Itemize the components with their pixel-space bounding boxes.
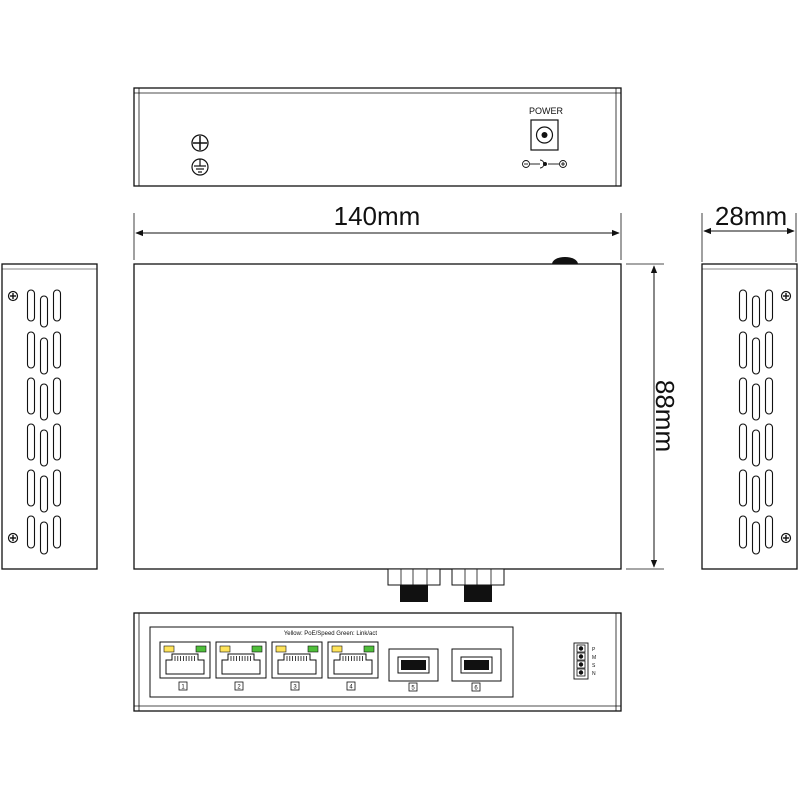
rj45-port: 1: [159, 641, 211, 691]
poe-led: [163, 645, 175, 653]
mount-screw-icon: [780, 532, 792, 544]
port-number: 5: [411, 686, 415, 692]
left-side-view: [1, 263, 98, 570]
ground-symbol-icon: [191, 158, 209, 176]
vent-slot: [764, 469, 774, 507]
vent-slot: [52, 515, 62, 549]
front-view: Yellow: PoE/Speed Green: Link/act 1 2 3 4 5…: [133, 612, 622, 712]
vent-slot: [39, 383, 49, 421]
vent-slot: [26, 331, 36, 369]
dip-label: S: [592, 663, 596, 669]
vent-slot: [39, 429, 49, 467]
vent-slot: [39, 521, 49, 555]
sfp-module-1: [387, 568, 441, 602]
power-label: POWER: [529, 106, 564, 116]
link-led: [363, 645, 375, 653]
port-number: 4: [349, 685, 353, 691]
height-label: 28mm: [715, 201, 787, 231]
dip-switch-block: P M S N: [573, 642, 596, 680]
vent-slot: [738, 423, 748, 461]
led-legend: Yellow: PoE/Speed Green: Link/act: [284, 631, 378, 637]
mount-screw-icon: [7, 532, 19, 544]
poe-led: [275, 645, 287, 653]
sfp-port: 5: [388, 648, 439, 692]
dip-label: M: [592, 655, 596, 661]
poe-led: [331, 645, 343, 653]
link-led: [195, 645, 207, 653]
port-number: 6: [474, 686, 478, 692]
vent-slot: [26, 469, 36, 507]
vent-slot: [52, 289, 62, 322]
sfp-module-2: [451, 568, 505, 602]
vent-slot: [52, 377, 62, 415]
width-dimension: 140mm: [133, 201, 622, 260]
vent-slot: [26, 515, 36, 549]
vent-slot: [764, 289, 774, 322]
height-dimension: 28mm: [701, 201, 797, 262]
mount-screw-icon: [780, 290, 792, 302]
dip-label: P: [592, 647, 596, 653]
rj45-port: 4: [327, 641, 379, 691]
port-number: 3: [293, 685, 297, 691]
vent-slot: [764, 515, 774, 549]
vent-slot: [764, 377, 774, 415]
depth-dimension: 88mm: [626, 263, 680, 570]
vent-slot: [751, 521, 761, 555]
vent-slot: [39, 295, 49, 328]
vent-slot: [26, 289, 36, 322]
vent-slot: [39, 337, 49, 375]
vent-slot: [738, 289, 748, 322]
link-led: [251, 645, 263, 653]
dip-label: N: [592, 671, 596, 677]
top-view: [133, 257, 622, 602]
width-label: 140mm: [334, 201, 421, 231]
rear-view: POWER: [133, 87, 622, 187]
power-jack-protrusion: [552, 257, 578, 264]
port-number: 1: [181, 685, 185, 691]
vent-slot: [751, 295, 761, 328]
vent-slot: [738, 515, 748, 549]
vent-slot: [52, 331, 62, 369]
vent-slot: [764, 331, 774, 369]
link-led: [307, 645, 319, 653]
poe-led: [219, 645, 231, 653]
polarity-icon: [522, 159, 567, 169]
vent-slot: [39, 475, 49, 513]
vent-slot: [26, 423, 36, 461]
rj45-port-group: 1 2 3 4: [159, 641, 379, 691]
rj45-port: 3: [271, 641, 323, 691]
mount-screw-icon: [7, 290, 19, 302]
vent-slot: [52, 469, 62, 507]
ground-screw-icon: [191, 134, 209, 152]
right-side-view: [701, 263, 798, 570]
vent-slot: [52, 423, 62, 461]
rj45-port: 2: [215, 641, 267, 691]
vent-slot: [751, 429, 761, 467]
vent-slot: [764, 423, 774, 461]
port-number: 2: [237, 685, 241, 691]
vent-slot: [751, 337, 761, 375]
vent-slot: [738, 377, 748, 415]
vent-slot: [738, 469, 748, 507]
vent-slot: [751, 475, 761, 513]
vent-slot: [738, 331, 748, 369]
vent-slot: [26, 377, 36, 415]
vent-slot: [751, 383, 761, 421]
sfp-port: 6: [451, 648, 502, 692]
power-jack-icon: [530, 119, 559, 151]
depth-label: 88mm: [650, 380, 680, 452]
